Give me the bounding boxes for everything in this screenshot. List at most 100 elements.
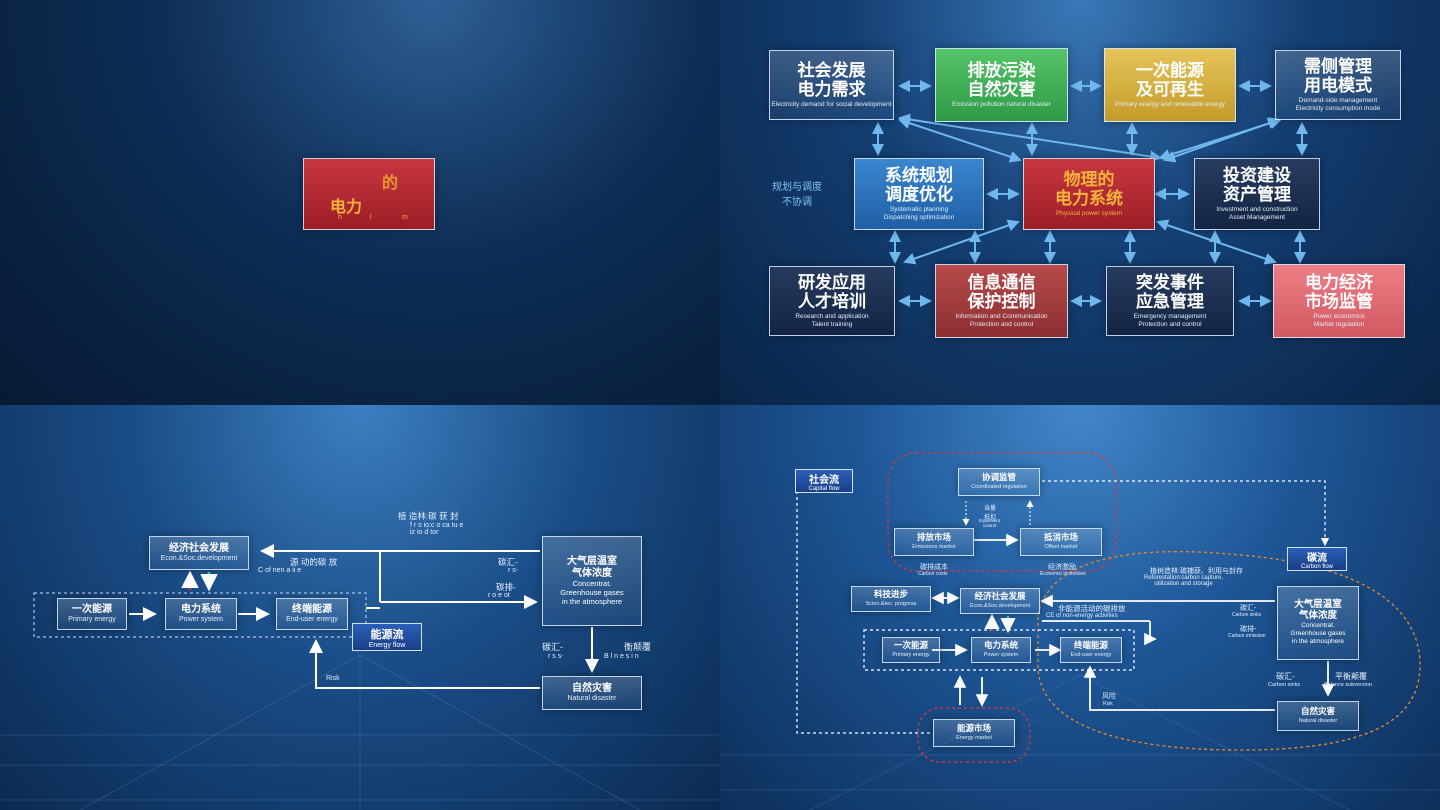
node-sublabel: Demand-side management Electricity consu…: [1295, 96, 1381, 112]
node-investment: 投资建设 资产管理 Investment and construction As…: [1194, 158, 1320, 230]
node-label: 电力系统: [983, 640, 1018, 651]
emit-label: 碳排-: [496, 582, 516, 592]
atmosphere-ghg: 大气层温室 气体浓度 Concentrat. Greenhouse gases …: [542, 536, 642, 626]
primary-energy: 一次能源 Primary energy: [882, 637, 940, 663]
node-sublabel: Natural disaster: [567, 694, 617, 702]
node-label: 需侧管理 用电模式: [1304, 56, 1372, 97]
power-system: 电力系统 Power system: [165, 598, 237, 630]
node-sublabel: Power economics Market regulation: [1313, 312, 1365, 328]
nonenergy-sublabel: CE of non-energy activities: [1046, 613, 1118, 619]
econ-social-dev: 经济社会发展 Econ.&Soc.development: [149, 536, 249, 570]
node-label: 能源市场: [956, 723, 991, 734]
node-planning: 系统规划 调度优化 Systematic planning Dispatchin…: [854, 158, 984, 230]
node-label: 排放污染 自然灾害: [967, 60, 1036, 101]
tag-label: 能源流: [370, 627, 404, 641]
node-label: 自然灾害: [1300, 706, 1335, 717]
subtitle-letter-3: m: [402, 214, 408, 221]
afforest-label: 植 造林:碳 获 封: [398, 511, 459, 521]
econ-incentive-sublabel: Economic incentives: [1040, 571, 1086, 577]
node-label: 信息通信 保护控制: [967, 272, 1036, 313]
power-system: 电力系统 Power system: [971, 637, 1031, 663]
node-sublabel: Physical power system: [1055, 209, 1123, 217]
node-label: 系统规划 调度优化: [885, 165, 953, 206]
offset-market: 抵消市场 Offset market: [1020, 528, 1102, 556]
title-accent: 的: [382, 173, 399, 192]
tag-sublabel: Energy flow: [368, 641, 406, 649]
node-label: 一次能源: [893, 640, 928, 651]
node-sublabel: Natural disaster: [1298, 717, 1338, 724]
full-flow-arrows: [720, 452, 1440, 810]
node-label: 协调监管: [981, 472, 1016, 483]
node-sublabel: Emissions market: [912, 543, 956, 550]
tag-sublabel: Carbon flow: [1300, 563, 1333, 570]
carbon-flow-tag: 碳流 Carbon flow: [1287, 547, 1347, 571]
balance-sublabel: B l n e s i n: [604, 653, 639, 660]
sink2-sublabel: Carbon sinks: [1268, 682, 1301, 688]
afforest-sublabel: Reforestation:carbon capture, utilizatio…: [1144, 575, 1224, 587]
tag-sublabel: Capital flow: [808, 485, 840, 492]
sink-sublabel: Carbon sinks: [1232, 612, 1262, 618]
node-sublabel: Scien.&tec. progress: [865, 600, 917, 607]
end-user-energy: 终端能源 End-user energy: [276, 598, 348, 630]
node-label: 投资建设 资产管理: [1223, 165, 1291, 206]
node-social-demand: 社会发展 电力需求 Electricity demand for social …: [769, 50, 894, 120]
emit-sublabel: r o e ot: [488, 592, 510, 599]
side-note: 规划与调度 不协调: [772, 182, 822, 208]
node-label: 物理的 电力系统: [1055, 169, 1123, 210]
end-user-energy: 终端能源 End-user energy: [1060, 637, 1122, 663]
equiv-label: 当量 抵扣: [984, 506, 997, 521]
node-label: 电力经济 市场监管: [1305, 272, 1373, 313]
node-sublabel: Primary energy and renewable energy: [1114, 100, 1226, 108]
node-primary-energy: 一次能源 及可再生 Primary energy and renewable e…: [1104, 48, 1236, 122]
node-sublabel: Concentrat. Greenhouse gases in the atmo…: [1290, 622, 1346, 645]
emissions-market: 排放市场 Emissions market: [894, 528, 974, 556]
node-label: 终端能源: [1073, 640, 1108, 651]
sink-sublabel: r s-: [508, 567, 519, 574]
primary-energy: 一次能源 Primary energy: [57, 598, 127, 630]
energy-market: 能源市场 Energy market: [933, 719, 1015, 747]
node-emergency: 突发事件 应急管理 Emergency management Protectio…: [1106, 266, 1234, 336]
node-pollution: 排放污染 自然灾害 Emission pollution natural dis…: [935, 48, 1068, 122]
coordinated-regulation: 协调监管 Coordinated regulation: [958, 468, 1040, 496]
relation-arrows: [872, 80, 1308, 307]
node-label: 突发事件 应急管理: [1136, 272, 1204, 313]
node-sublabel: Power system: [983, 651, 1019, 658]
atmosphere-ghg: 大气层温室 气体浓度 Concentrat. Greenhouse gases …: [1277, 586, 1359, 660]
node-label: 科技进步: [873, 589, 908, 600]
node-info-comm: 信息通信 保护控制 Information and Communication …: [935, 264, 1068, 338]
natural-disaster: 自然灾害 Natural disaster: [542, 676, 642, 710]
energy-flow-tag: 能源流 Energy flow: [352, 623, 422, 651]
emit-label: 碳排-: [1240, 626, 1257, 633]
panel-full-flow: 社会流 Capital flow 碳流 Carbon flow 协调监管 Coo…: [720, 405, 1440, 810]
node-physical-power: 物理的 电力系统 Physical power system: [1023, 158, 1155, 230]
node-sublabel: Systematic planning Dispatching optimiza…: [883, 205, 955, 221]
node-sublabel: Energy market: [956, 734, 992, 741]
node-label: 终端能源: [292, 604, 332, 616]
power-title-card: 的 电力 h l m: [303, 158, 435, 230]
node-label: 经济社会发展: [974, 591, 1026, 602]
econ-incentive-label: 经济激励: [1048, 564, 1076, 571]
carbon-cost-sublabel: Carbon costs: [918, 571, 948, 577]
node-sublabel: End-user energy: [286, 615, 338, 623]
nonenergy-label: 源 动的碳 放: [290, 557, 338, 567]
panel-power-system-relations: 规划与调度 不协调 社会发展 电力需求 Electricity demand f…: [720, 0, 1440, 405]
balance-label: 平衡颠覆: [1335, 672, 1367, 681]
node-sublabel: Econ.&Soc.development: [160, 554, 238, 562]
node-label: 一次能源 及可再生: [1136, 60, 1204, 101]
node-sublabel: Emission pollution natural disaster: [952, 100, 1051, 108]
risk-sublabel: Risk: [1103, 701, 1113, 707]
emit-sublabel: Carbon emission: [1228, 633, 1266, 639]
sink2-label: 碳汇-: [1276, 672, 1295, 681]
panel-intro: 的 电力 h l m: [0, 0, 720, 405]
balance-label: 衡颠覆: [624, 642, 652, 652]
tag-label: 社会流: [809, 474, 839, 486]
carbon-cost-label: 碳排成本: [920, 564, 948, 571]
risk-label: Risk: [326, 675, 340, 682]
node-label: 自然灾害: [572, 683, 612, 695]
sci-tech-progress: 科技进步 Scien.&tec. progress: [851, 586, 931, 612]
subtitle-letter-2: l: [370, 214, 372, 221]
energy-flow-arrows: [0, 544, 720, 810]
sink-label: 碳汇-: [498, 557, 518, 567]
econ-social-dev: 经济社会发展 Econ.&Soc.development: [960, 588, 1040, 614]
sink-label: 碳汇-: [1240, 605, 1257, 612]
